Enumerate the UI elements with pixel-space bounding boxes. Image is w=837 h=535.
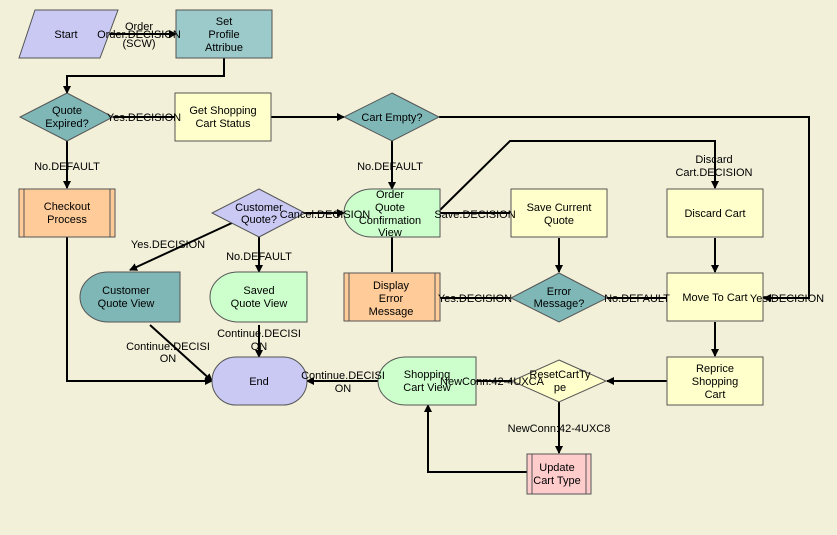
- node-end[interactable]: End: [211, 356, 308, 406]
- node-cart-empty[interactable]: Cart Empty?: [342, 92, 441, 142]
- edge-labels: Order Order.DECISION (SCW) Yes.DECISION …: [34, 21, 824, 435]
- node-cart-empty-label: Cart Empty?: [361, 112, 422, 124]
- node-update-cart-type[interactable]: Update Cart Type: [526, 453, 592, 495]
- edge-label-cq-no: No.DEFAULT: [226, 251, 292, 263]
- node-checkout-line2: Process: [47, 214, 87, 226]
- node-reset-cart-type[interactable]: ResetCartTy pe: [510, 359, 608, 403]
- node-reset-cart-type-line2: pe: [554, 382, 566, 394]
- node-order-quote-view-line2: Quote: [375, 202, 405, 214]
- node-display-error-line2: Error: [379, 293, 404, 305]
- node-discard-cart-label: Discard Cart: [684, 208, 745, 220]
- edge-label-cqv-continue-1: Continue.DECISI: [126, 341, 210, 353]
- node-save-current-quote[interactable]: Save Current Quote: [510, 188, 608, 238]
- edge-label-cart-no: No.DEFAULT: [357, 161, 423, 173]
- edge-label-discard-2: Cart.DECISION: [675, 167, 752, 179]
- node-update-cart-type-line2: Cart Type: [533, 475, 581, 487]
- node-saved-quote-view[interactable]: Saved Quote View: [209, 271, 308, 323]
- edge-cqv-to-end: [149, 324, 213, 382]
- edge-label-discard-1: Discard: [695, 154, 732, 166]
- node-get-cart-status-line2: Cart Status: [195, 118, 251, 130]
- edge-label-save: Save.DECISION: [434, 209, 515, 221]
- node-reprice-cart[interactable]: Reprice Shopping Cart: [666, 356, 764, 406]
- node-display-error-line3: Message: [369, 306, 414, 318]
- node-order-quote-view-line4: View: [378, 227, 402, 239]
- node-quote-expired[interactable]: Quote Expired?: [18, 92, 115, 142]
- node-save-current-quote-line1: Save Current: [527, 202, 592, 214]
- node-error-message[interactable]: Error Message?: [509, 272, 609, 323]
- edge-order-view-save: [439, 140, 719, 211]
- edge-label-newconn-left: NewConn:42-4UXCA: [440, 376, 545, 388]
- node-get-cart-status-line1: Get Shopping: [189, 105, 256, 117]
- edge-label-sqv-continue-2: ON: [251, 341, 268, 353]
- node-display-error-line1: Display: [373, 280, 410, 292]
- edge-label-order-1: Order: [125, 21, 153, 33]
- node-end-label: End: [249, 376, 269, 388]
- edge-set-profile-to-quote-expired: [63, 58, 225, 94]
- edge-label-quote-yes: Yes.DECISION: [107, 112, 181, 124]
- node-checkout[interactable]: Checkout Process: [18, 188, 116, 238]
- edge-label-cart-yes: Yes.DECISION: [750, 293, 824, 305]
- node-saved-quote-view-line2: Quote View: [231, 298, 288, 310]
- edge-label-cancel: Cancel.DECISION: [280, 209, 371, 221]
- edge-customer-quote-to-cqv: [129, 221, 235, 271]
- node-customer-quote-view-line2: Quote View: [98, 298, 155, 310]
- edge-label-newconn-down: NewConn:42-4UXC8: [508, 423, 611, 435]
- node-discard-cart[interactable]: Discard Cart: [666, 188, 764, 238]
- node-update-cart-type-line1: Update: [539, 462, 574, 474]
- node-saved-quote-view-line1: Saved: [243, 285, 274, 297]
- node-set-profile-line3: Attribue: [205, 42, 243, 54]
- edge-label-quote-no: No.DEFAULT: [34, 161, 100, 173]
- edge-label-err-yes: Yes.DECISION: [438, 293, 512, 305]
- node-checkout-line1: Checkout: [44, 201, 90, 213]
- nodes: Start Set Profile Attribue Quote Expired…: [18, 9, 764, 495]
- node-move-to-cart-label: Move To Cart: [682, 292, 747, 304]
- node-shopping-cart-view[interactable]: Shopping Cart View: [377, 356, 477, 406]
- node-customer-quote-view[interactable]: Customer Quote View: [79, 271, 181, 323]
- edge-cart-empty-to-move-to-cart: [439, 116, 810, 302]
- node-save-current-quote-line2: Quote: [544, 215, 574, 227]
- edge-label-order-3: (SCW): [123, 38, 156, 50]
- node-error-message-line1: Error: [547, 286, 572, 298]
- node-customer-quote-view-line1: Customer: [102, 285, 150, 297]
- edge-label-cqv-continue-2: ON: [160, 353, 177, 365]
- node-move-to-cart[interactable]: Move To Cart: [666, 272, 764, 322]
- node-quote-expired-line1: Quote: [52, 105, 82, 117]
- edge-label-scv-continue-2: ON: [335, 383, 352, 395]
- edge-label-scv-continue-1: Continue.DECISI: [301, 370, 385, 382]
- node-get-cart-status[interactable]: Get Shopping Cart Status: [174, 92, 272, 142]
- node-start[interactable]: Start: [18, 9, 119, 59]
- node-reprice-cart-line1: Reprice: [696, 363, 734, 375]
- edge-label-cq-yes: Yes.DECISION: [131, 239, 205, 251]
- node-reprice-cart-line3: Cart: [705, 389, 726, 401]
- node-customer-quote[interactable]: Customer Quote?: [210, 188, 307, 238]
- connectors: [63, 30, 810, 473]
- edge-label-order-2: Order.DECISION: [97, 29, 181, 41]
- node-reset-cart-type-line1: ResetCartTy: [529, 369, 591, 381]
- node-order-quote-view-line3: Confirmation: [359, 215, 421, 227]
- node-customer-quote-line1: Customer: [235, 202, 283, 214]
- node-shopping-cart-view-line2: Cart View: [403, 382, 451, 394]
- edge-label-err-no: No.DEFAULT: [604, 293, 670, 305]
- node-start-label: Start: [54, 29, 77, 41]
- node-order-quote-view[interactable]: Order Quote Confirmation View: [343, 188, 441, 239]
- node-error-message-line2: Message?: [534, 298, 585, 310]
- node-quote-expired-line2: Expired?: [45, 118, 88, 130]
- node-display-error[interactable]: Display Error Message: [343, 272, 441, 322]
- node-set-profile-line1: Set: [216, 16, 233, 28]
- edge-label-sqv-continue-1: Continue.DECISI: [217, 328, 301, 340]
- node-shopping-cart-view-line1: Shopping: [404, 369, 451, 381]
- node-reprice-cart-line2: Shopping: [692, 376, 739, 388]
- edge-checkout-to-end: [66, 237, 213, 385]
- node-order-quote-view-line1: Order: [376, 189, 404, 201]
- node-customer-quote-line2: Quote?: [241, 214, 277, 226]
- node-set-profile-line2: Profile: [208, 29, 239, 41]
- edge-update-to-scv: [424, 404, 527, 473]
- node-set-profile[interactable]: Set Profile Attribue: [175, 9, 273, 59]
